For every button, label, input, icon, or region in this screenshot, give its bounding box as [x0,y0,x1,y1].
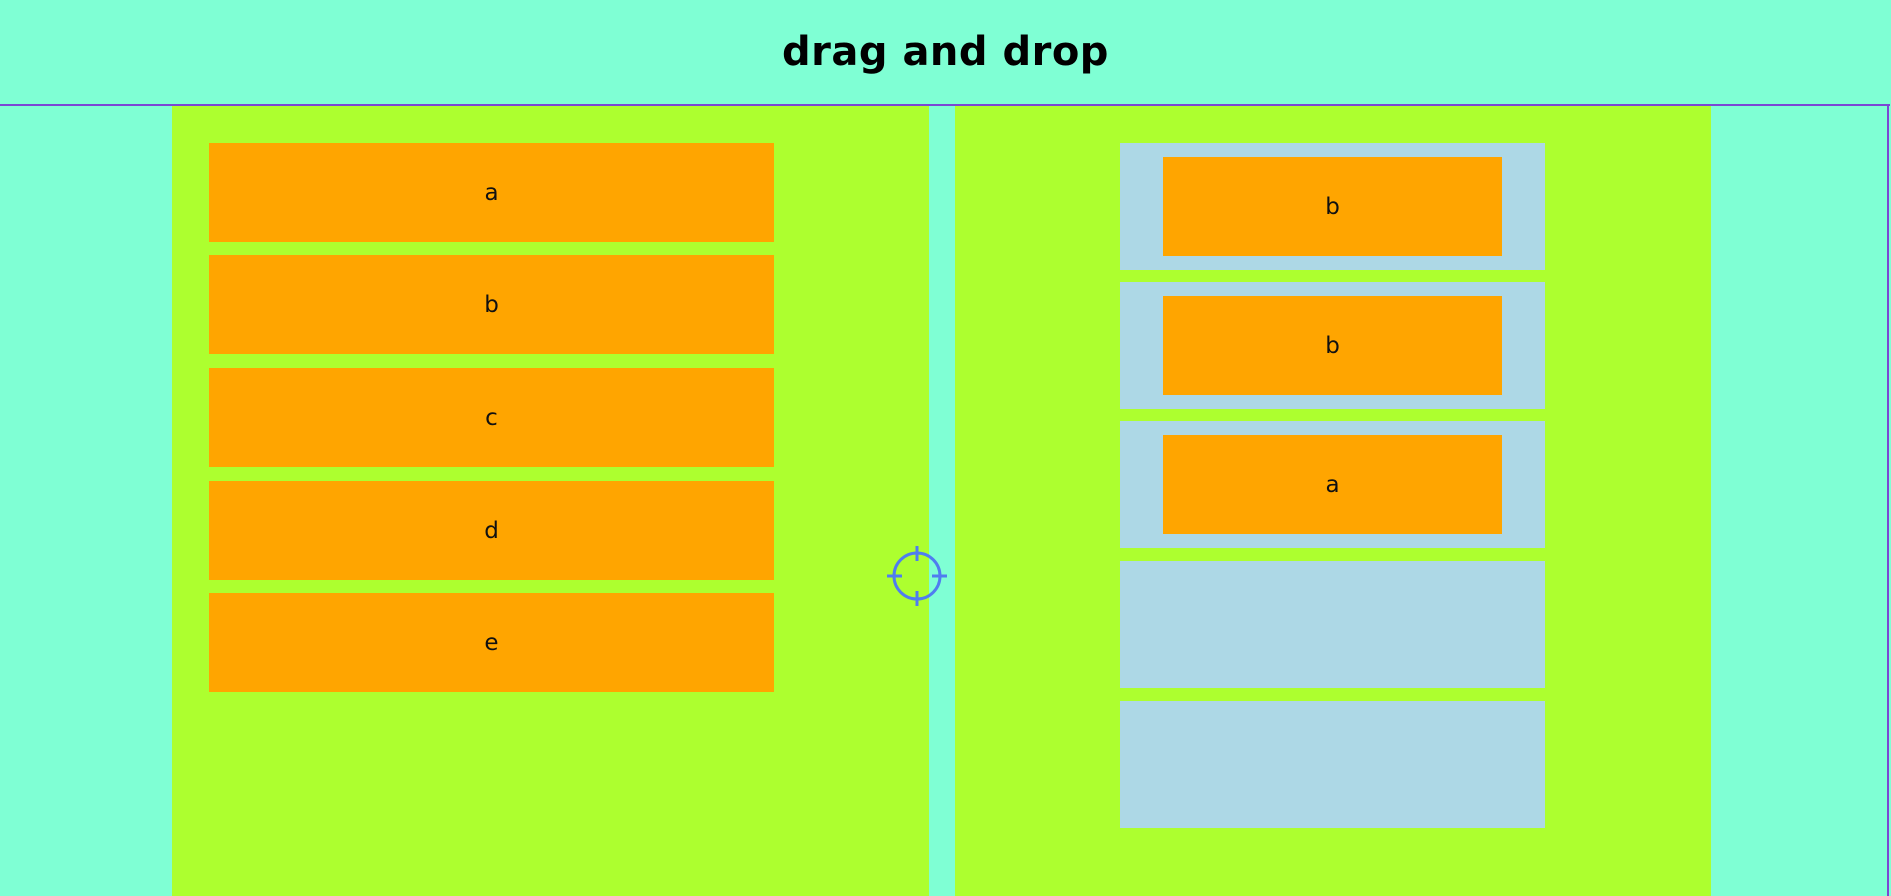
page-title: drag and drop [782,29,1109,75]
draggable-item-a[interactable]: a [209,143,774,242]
draggable-item-b[interactable]: b [209,255,774,354]
draggable-item-e[interactable]: e [209,593,774,692]
dropped-item[interactable]: b [1163,296,1502,395]
source-panel: a b c d e [172,106,929,896]
target-panel: b b a [955,106,1711,896]
drop-slot-4[interactable] [1120,561,1545,688]
dropped-item[interactable]: b [1163,157,1502,256]
header-divider [0,104,1890,106]
draggable-item-c[interactable]: c [209,368,774,467]
drop-slot-3[interactable]: a [1120,421,1545,548]
drop-slot-1[interactable]: b [1120,143,1545,270]
right-edge-divider [1887,104,1889,896]
draggable-item-d[interactable]: d [209,481,774,580]
crosshair-icon [887,546,947,606]
header: drag and drop [0,0,1891,104]
drop-slot-5[interactable] [1120,701,1545,828]
drop-slot-2[interactable]: b [1120,282,1545,409]
dropped-item[interactable]: a [1163,435,1502,534]
